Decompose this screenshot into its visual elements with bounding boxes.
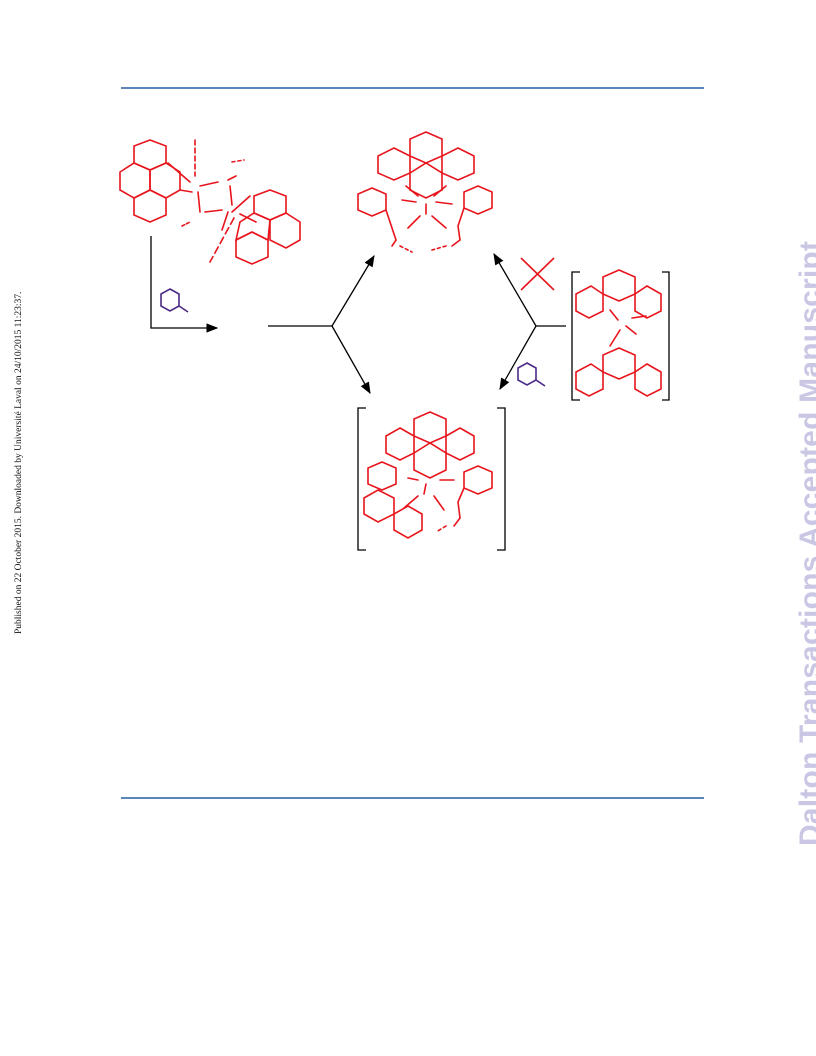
cross-icon [520,257,555,291]
reaction-arrows [150,236,566,395]
top-product [357,131,493,253]
intermediate-complex [575,269,662,397]
header-rule [121,87,704,89]
m-xylene-reagent-right [517,362,546,387]
starting-complex [119,139,301,265]
bracketed-intermediate [571,271,670,401]
bottom-product [363,411,493,539]
m-xylene-reagent-left [160,288,189,313]
bracketed-bottom [357,407,506,551]
footer-rule [121,797,704,799]
